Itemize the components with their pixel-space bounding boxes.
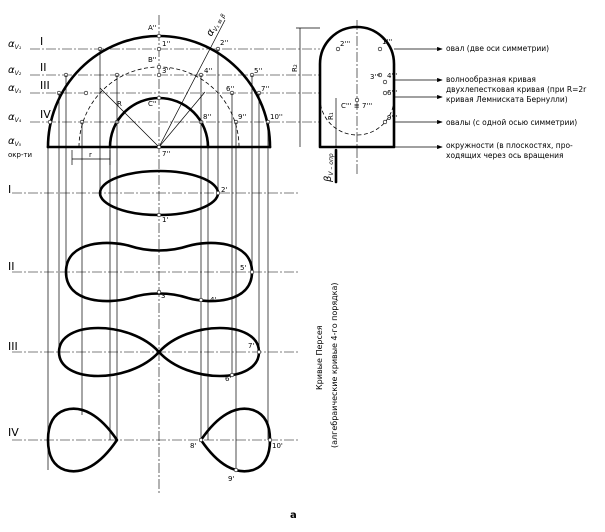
sec-1: 1' xyxy=(162,216,168,224)
sec-10: 10' xyxy=(272,442,283,450)
side-title-1: Кривые Персея xyxy=(315,325,324,390)
sections: I 2' 1' II 5' 3' 4' III 7' 6' IV 8' 10' xyxy=(8,169,300,483)
pt-9: 9'' xyxy=(238,113,246,121)
side-inner-dashed xyxy=(319,97,395,136)
pt-3: 3'' xyxy=(162,67,170,75)
figure-caption: a xyxy=(290,510,297,521)
sec-6: 6' xyxy=(225,375,231,383)
plane-roman-2: II xyxy=(40,61,47,74)
side-pt-1: 1''' xyxy=(382,38,392,46)
side-pt-4: 4''' xyxy=(387,72,397,80)
curve-lemniscate xyxy=(57,326,261,378)
dim-R-label: R xyxy=(117,100,122,108)
sec-7: 7' xyxy=(248,342,254,350)
pt-6: 6'' xyxy=(226,85,234,93)
sec-3: 3' xyxy=(161,292,167,300)
row-roman-2: II xyxy=(8,260,15,273)
plane-roman-1: I xyxy=(40,35,43,48)
row-roman-4: IV xyxy=(8,426,19,439)
note-lemn-2: кривая Лемниската Бернулли) xyxy=(446,95,568,104)
pt-B: B'' xyxy=(148,56,157,64)
beta-plane-label: βV – опр xyxy=(323,153,335,183)
pt-4: 4'' xyxy=(204,67,212,75)
pt-2: 2'' xyxy=(220,39,228,47)
plane-label-4: αV₄ xyxy=(8,112,22,124)
inclined-plane-line xyxy=(158,19,226,148)
plane-label-1: αV₁ xyxy=(8,39,22,51)
side-contour xyxy=(318,25,396,149)
side-pt-c7: C''' ≡ 7''' xyxy=(341,102,372,110)
front-view: r R αV₁ I αV₂ II αV₃ III αV₄ IV αV₅ окр-… xyxy=(8,10,320,495)
pt-8: 8'' xyxy=(203,113,211,121)
sec-5: 5' xyxy=(240,264,246,272)
dim-R-line xyxy=(99,87,160,148)
note-lemn-1: двухлепестковая кривая (при R=2r xyxy=(446,85,587,94)
sec-4: 4' xyxy=(210,296,216,304)
dim-r-label: r xyxy=(89,151,92,159)
note-ovals: овалы (с одной осью симметрии) xyxy=(446,118,577,127)
side-pt-3: 3''' xyxy=(370,73,380,81)
sec-2: 2' xyxy=(221,186,227,194)
pt-A: A'' xyxy=(148,24,157,32)
sec-9: 9' xyxy=(228,475,234,483)
side-view: βV – опр R₂ R₁ 2''' 1''' 3''' 4''' 6''' … xyxy=(291,20,443,184)
front-point-markers xyxy=(47,33,271,150)
pt-center: 7'' xyxy=(162,150,170,158)
plane-roman-3: III xyxy=(40,79,50,92)
dim-R1-label: R₁ xyxy=(327,112,335,120)
inclined-plane-label: αV₁ ≡ β xyxy=(204,10,227,39)
plane-label-3: αV₃ xyxy=(8,83,22,95)
pt-5: 5'' xyxy=(254,67,262,75)
pt-1: 1'' xyxy=(162,40,170,48)
curve-left-drop xyxy=(46,407,119,473)
annotations: овал (две оси симметрии) волнообразная к… xyxy=(446,44,587,160)
side-point-markers xyxy=(335,46,388,125)
side-title-2: (алгебраические кривые 4-го порядка) xyxy=(330,282,339,448)
row-roman-3: III xyxy=(8,340,18,353)
pt-10: 10'' xyxy=(270,113,283,121)
side-pt-9: 9''' xyxy=(387,114,397,122)
pt-7: 7'' xyxy=(261,85,269,93)
sec-8: 8' xyxy=(190,442,196,450)
dim-R2-label: R₂ xyxy=(291,64,299,72)
plane-label-5-extra: окр-ти xyxy=(8,151,32,159)
note-oval: овал (две оси симметрии) xyxy=(446,44,549,53)
note-circ-2: ходящих через ось вращения xyxy=(446,151,564,160)
plane-roman-4: IV xyxy=(40,108,51,121)
note-wave: волнообразная кривая xyxy=(446,75,536,84)
plane-label-5: αV₅ xyxy=(8,136,22,148)
row-roman-1: I xyxy=(8,183,11,196)
note-circ-1: окружности (в плоскостях, про- xyxy=(446,141,573,150)
projection-lines xyxy=(47,49,269,470)
side-pt-2: 2''' xyxy=(340,40,350,48)
pt-C: C'' xyxy=(148,100,157,108)
plane-label-2: αV₂ xyxy=(8,65,22,77)
side-pt-6: 6''' xyxy=(387,89,397,97)
